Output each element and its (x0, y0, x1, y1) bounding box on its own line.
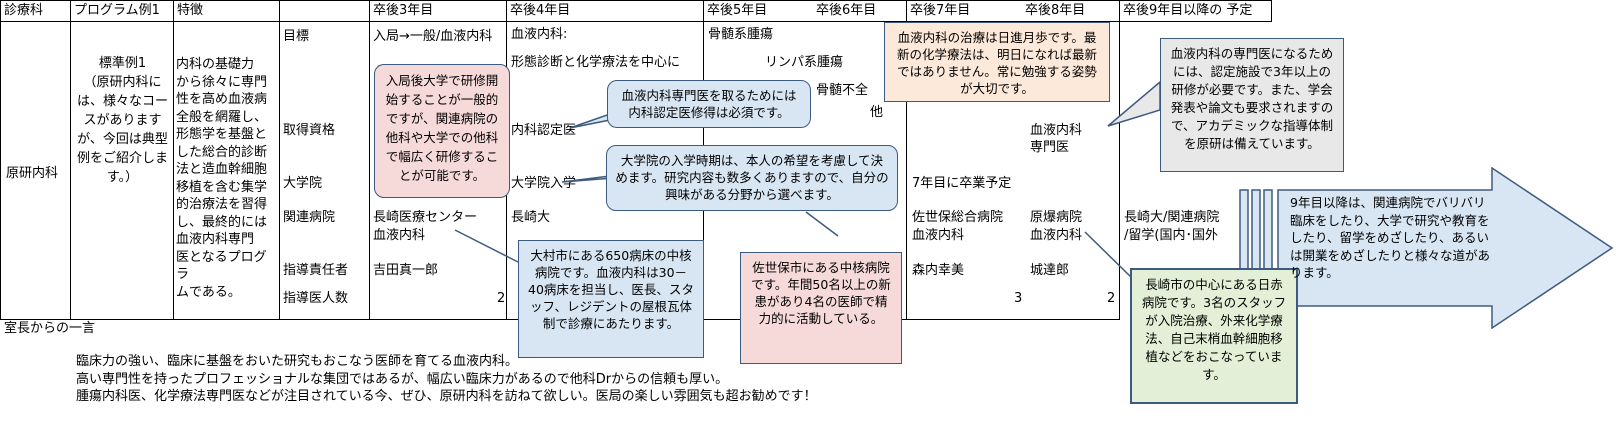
y78-qualification-1: 血液内科 (1030, 123, 1083, 138)
dept-name: 原研内科 (6, 166, 59, 181)
y4-grad-school: 大学院入学 (511, 176, 577, 191)
callout-treatment-progress: 血液内科の治療は日進月歩です。最新の化学療法は、明日になれば最新ではありません。… (884, 22, 1110, 102)
label-qualification: 取得資格 (283, 123, 336, 138)
y56-goal-4: 他 (870, 105, 884, 120)
y3-instructors: 2 (497, 291, 506, 306)
header-year8: 卒後8年目 (1025, 3, 1086, 18)
header-dept: 診療科 (0, 0, 71, 22)
header-year3: 卒後3年目 (369, 0, 507, 22)
header-blank (279, 0, 370, 22)
program-description: 標準例1 （原研内科に は、様々なコー スがあります が、今回は典型 例をご紹介… (76, 56, 168, 185)
header-year6: 卒後6年目 (816, 3, 877, 18)
y3-supervisor: 吉田真一郎 (373, 263, 439, 278)
label-goal: 目標 (283, 29, 310, 44)
footer-line-2: 高い専門性を持ったプロフェッショナルな集団ではあるが、幅広い臨床力があるので他科… (76, 372, 729, 387)
y4-goal-1: 血液内科: (511, 27, 568, 42)
label-grad-school: 大学院 (283, 176, 323, 191)
y3-hospital-2: 血液内科 (373, 228, 426, 243)
cell-program (70, 21, 174, 320)
y4-goal-2: 形態診断と化学療法を中心に (511, 55, 681, 70)
callout-grad-school: 大学院の入学時期は、本人の希望を考慮して決めます。研究内容も数多くありますので、… (606, 145, 898, 211)
label-instructors: 指導医人数 (283, 291, 349, 306)
cell-feature (173, 21, 280, 320)
y3-hospital-1: 長崎医療センター (373, 210, 478, 225)
feature-description: 内科の基礎力 から徐々に専門 性を高め血液病 全般を網羅し、 形態学を基盤と し… (176, 57, 268, 300)
y78-grad-school: 7年目に卒業予定 (912, 176, 1012, 191)
y3-goal: 入局→一般/血液内科 (373, 29, 493, 44)
label-hospital: 関連病院 (283, 210, 336, 225)
header-year9: 卒後9年目以降の 予定 (1119, 0, 1272, 22)
y78-hospital-a-1: 佐世保総合病院 (912, 210, 1004, 225)
callout-sasebo-hospital: 佐世保市にある中核病院です。年間50名以上の新患があり4名の医師で精力的に活動し… (740, 252, 902, 364)
footer-title: 室長からの一言 (4, 321, 96, 336)
cell-dept (0, 21, 71, 320)
y78-hospital-b-1: 原爆病院 (1030, 210, 1083, 225)
header-year5-6: 卒後5年目 卒後6年目 (703, 0, 907, 22)
header-feature: 特徴 (173, 0, 280, 22)
y56-goal-2: リンパ系腫瘍 (765, 55, 844, 70)
y56-goal-1: 骨髄系腫瘍 (708, 27, 774, 42)
callout-omura-hospital: 大村市にある650病床の中核病院です。血液内科は30－40病床を担当し、医長、ス… (518, 240, 704, 358)
y78-hospital-b-2: 血液内科 (1030, 228, 1083, 243)
footer-line-1: 臨床力の強い、臨床に基盤をおいた研究もおこなう医師を育てる血液内科。 (76, 354, 519, 369)
y78-instructors-b: 2 (1107, 291, 1116, 306)
y78-instructors-a: 3 (1014, 291, 1023, 306)
header-program: プログラム例1 (70, 0, 174, 22)
callout-general-training: 入局後大学で研修開始することが一般的ですが、関連病院の他科や大学での他科で幅広く… (374, 64, 510, 198)
y78-hospital-a-2: 血液内科 (912, 228, 965, 243)
footer-line-3: 腫瘍内科医、化学療法専門医などが注目されている今、ぜひ、原研内科を訪ねて欲しい。… (76, 389, 817, 404)
y4-hospital: 長崎大 (511, 210, 551, 225)
y78-supervisor-b: 城達郎 (1030, 263, 1070, 278)
y9-hospital-2: /留学(国内･国外 (1124, 228, 1218, 243)
y9-hospital-1: 長崎大/関連病院 (1124, 210, 1220, 225)
header-year7-8: 卒後7年目 卒後8年目 (906, 0, 1120, 22)
y78-qualification-2: 専門医 (1030, 140, 1070, 155)
header-year4: 卒後4年目 (506, 0, 704, 22)
cell-row-labels (279, 21, 370, 320)
y4-qualification: 内科認定医 (511, 123, 577, 138)
callout-internal-medicine-cert: 血液内科専門医を取るためには内科認定医修得は必須です。 (607, 80, 811, 128)
callout-specialist-training: 血液内科の専門医になるためには、認定施設で3年以上の研修が必要です。また、学会発… (1160, 38, 1344, 172)
y78-supervisor-a: 森内幸美 (912, 263, 965, 278)
y56-goal-3: 骨髄不全 (816, 83, 869, 98)
arrow-future-paths: 9年目以降は、関連病院でバリバリ臨床をしたり、大学で研究や教育をしたり、留学をめ… (1290, 195, 1491, 280)
callout-red-cross-hospital: 長崎市の中心にある日赤病院です。3名のスタッフが入院治療、外来化学療法、自己末梢… (1130, 268, 1298, 404)
label-supervisor: 指導責任者 (283, 263, 349, 278)
